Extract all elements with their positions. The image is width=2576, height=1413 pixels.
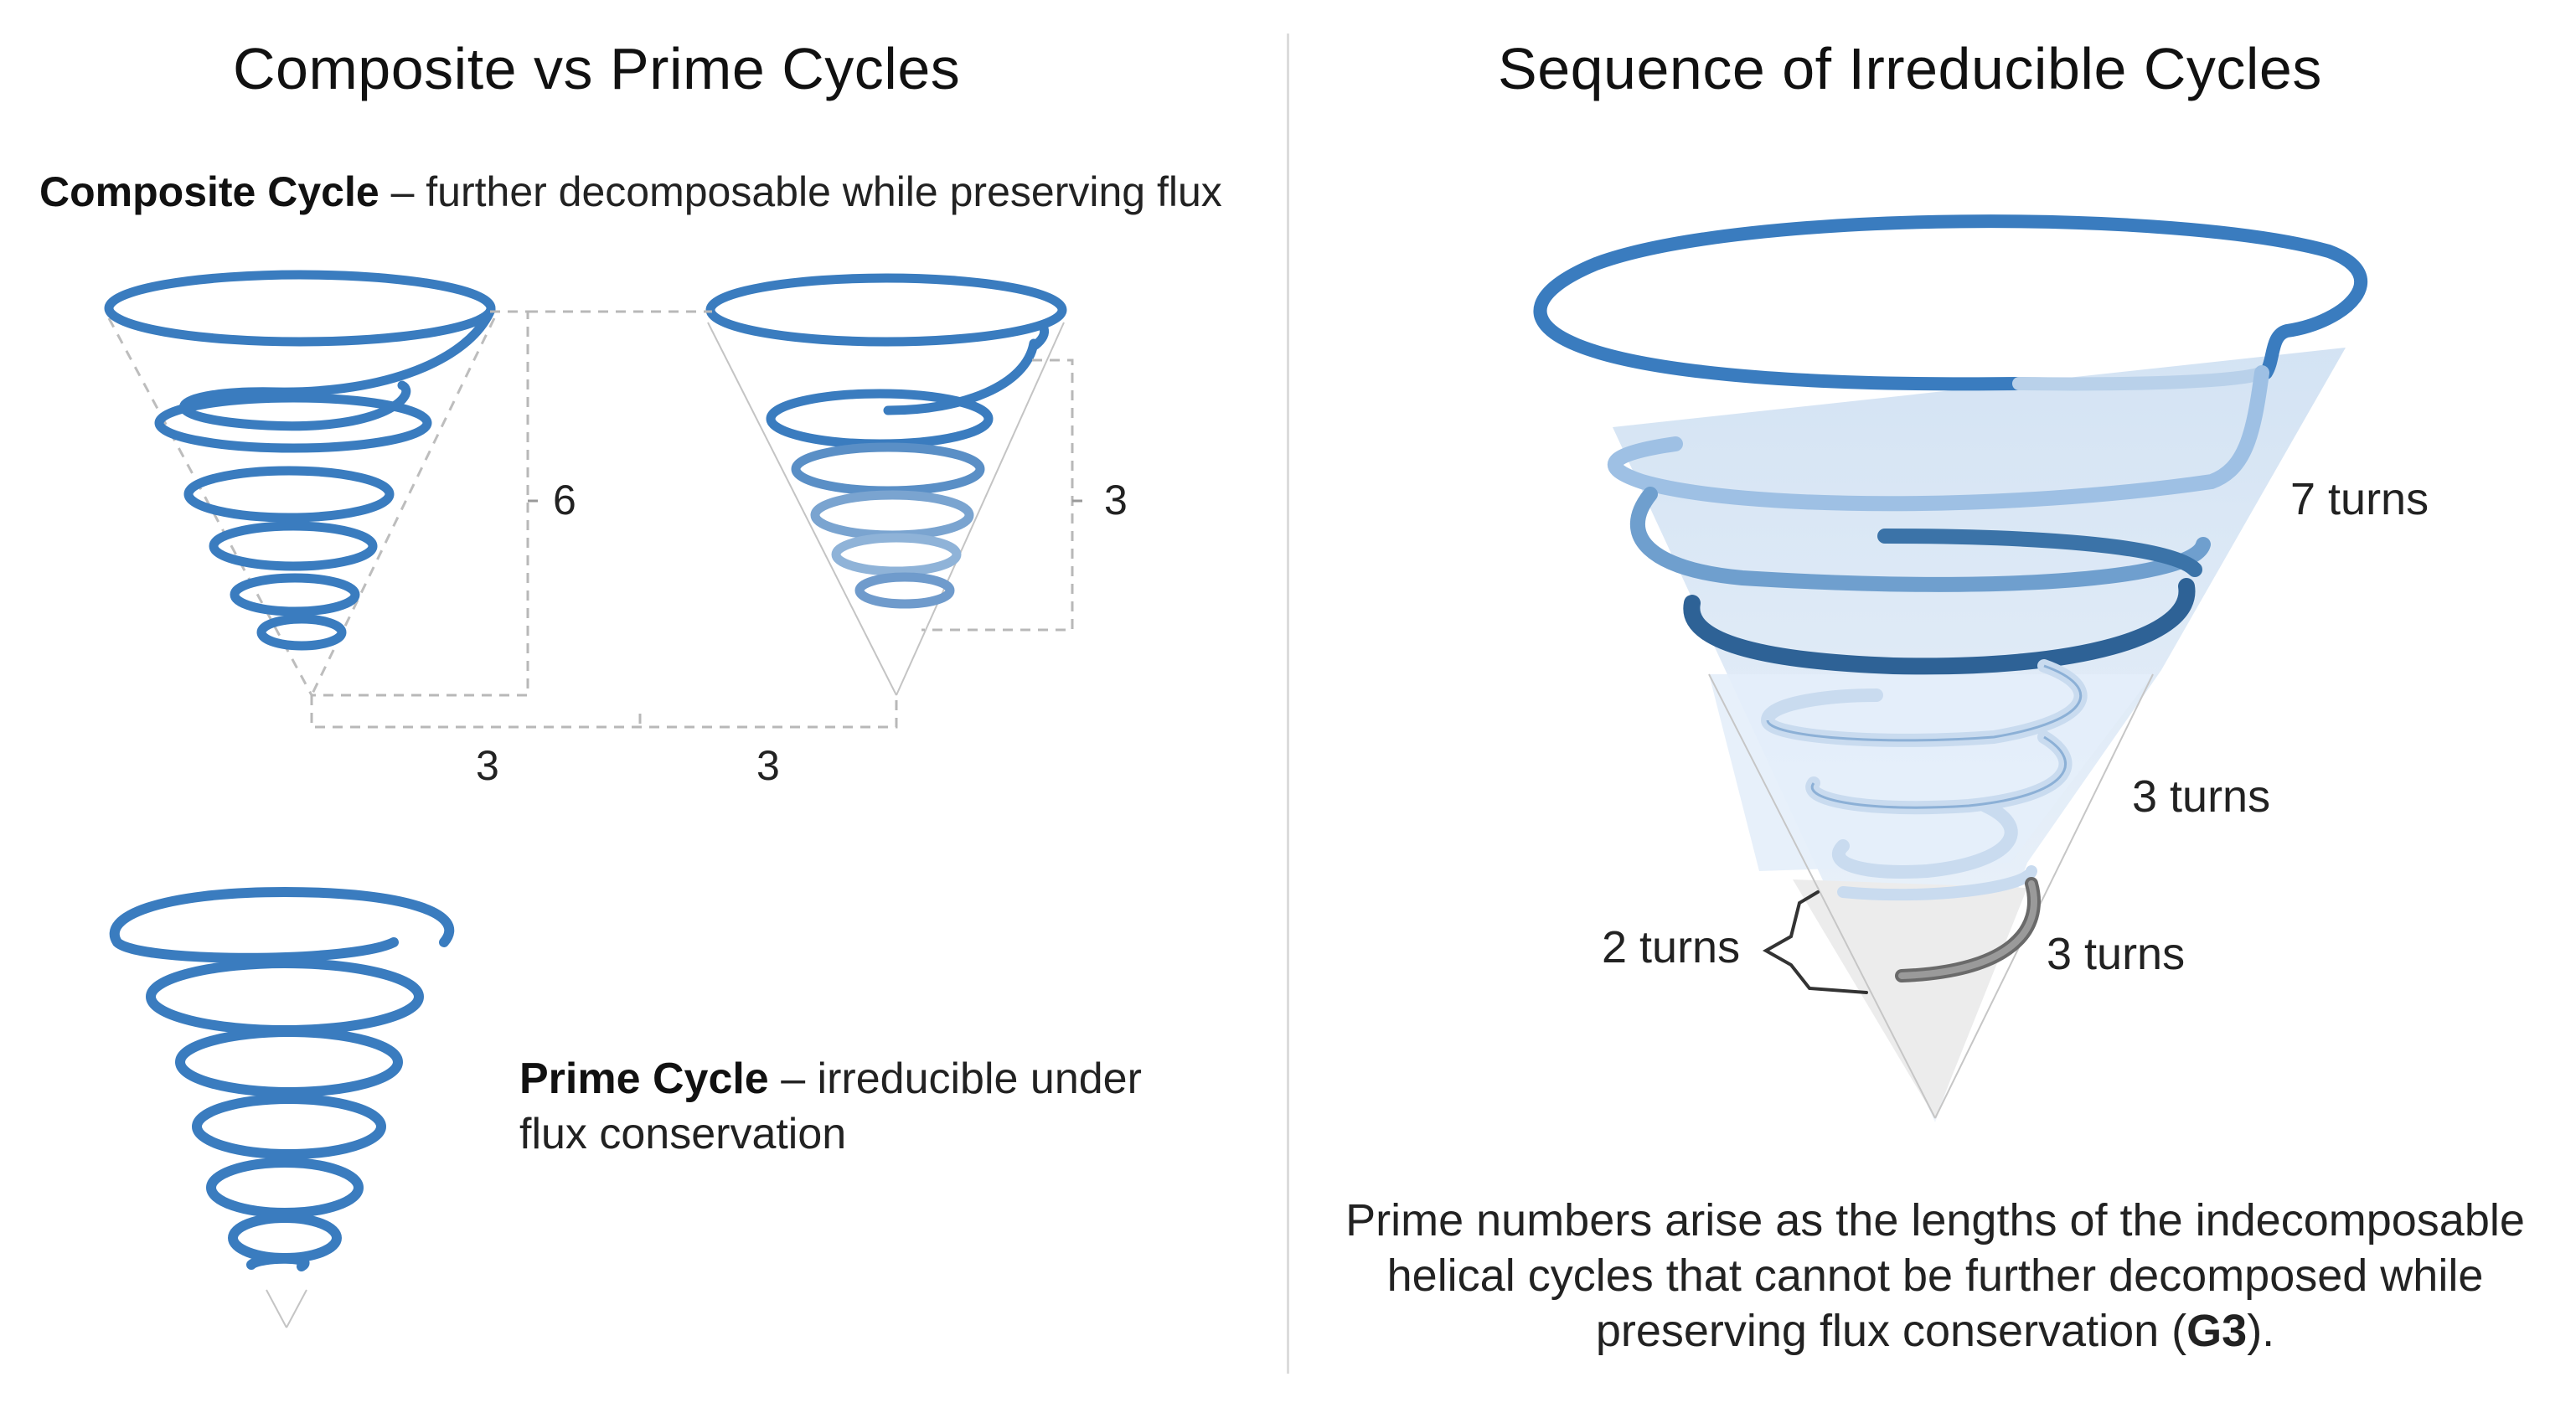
prime-cycle-term: Prime Cycle bbox=[519, 1055, 769, 1103]
composite-cycle-label: Composite Cycle – further decomposable w… bbox=[39, 168, 1222, 216]
left-panel-title: Composite vs Prime Cycles bbox=[233, 36, 961, 101]
label-3-turns-bottom: 3 turns bbox=[2047, 929, 2186, 979]
caption-line2: helical cycles that cannot be further de… bbox=[1386, 1251, 2484, 1301]
composite-cycle-description: – further decomposable while preserving … bbox=[390, 168, 1222, 215]
caption: Prime numbers arise as the lengths of th… bbox=[1307, 1193, 2563, 1359]
helix-7-turns bbox=[1533, 214, 2367, 675]
prime-cycle-description-line1: – irreducible under bbox=[781, 1055, 1142, 1103]
label-7-turns: 7 turns bbox=[2290, 474, 2429, 524]
composite-cycle-term: Composite Cycle bbox=[39, 168, 379, 215]
composite-cone-right bbox=[707, 322, 1065, 696]
caption-line3-pre: preserving flux conservation ( bbox=[1595, 1306, 2187, 1356]
helix-bottom-turns bbox=[1837, 865, 2041, 982]
composite-cone-left bbox=[107, 317, 496, 696]
right-panel-title: Sequence of Irreducible Cycles bbox=[1498, 36, 2322, 101]
two-turns-bracket bbox=[1762, 890, 1868, 994]
composite-arrow bbox=[1030, 323, 1050, 350]
caption-line1: Prime numbers arise as the lengths of th… bbox=[1345, 1195, 2525, 1245]
caption-line3: preserving flux conservation (G3). bbox=[1307, 1303, 2563, 1359]
composite-left-height-label: 6 bbox=[553, 477, 576, 523]
composite-helix-left bbox=[104, 270, 496, 651]
label-3-turns-middle: 3 turns bbox=[2132, 771, 2271, 822]
composite-right-width-label: 3 bbox=[756, 742, 780, 789]
caption-line3-bold: G3 bbox=[2186, 1306, 2248, 1356]
helix-3-turns-outline bbox=[1766, 664, 2082, 809]
composite-helix-right bbox=[705, 273, 1067, 609]
label-2-turns: 2 turns bbox=[1602, 922, 1741, 972]
prime-cycle-label: Prime Cycle – irreducible under flux con… bbox=[519, 1051, 1142, 1162]
prime-cone bbox=[266, 1289, 307, 1328]
prime-cycle-description-line2: flux conservation bbox=[519, 1110, 847, 1158]
dimension-guides bbox=[310, 310, 1074, 729]
caption-line3-post: ). bbox=[2247, 1306, 2275, 1356]
composite-left-width-label: 3 bbox=[476, 742, 499, 789]
panel-divider bbox=[1287, 34, 1289, 1374]
composite-right-height-label: 3 bbox=[1104, 477, 1128, 523]
prime-helix bbox=[109, 886, 455, 1271]
